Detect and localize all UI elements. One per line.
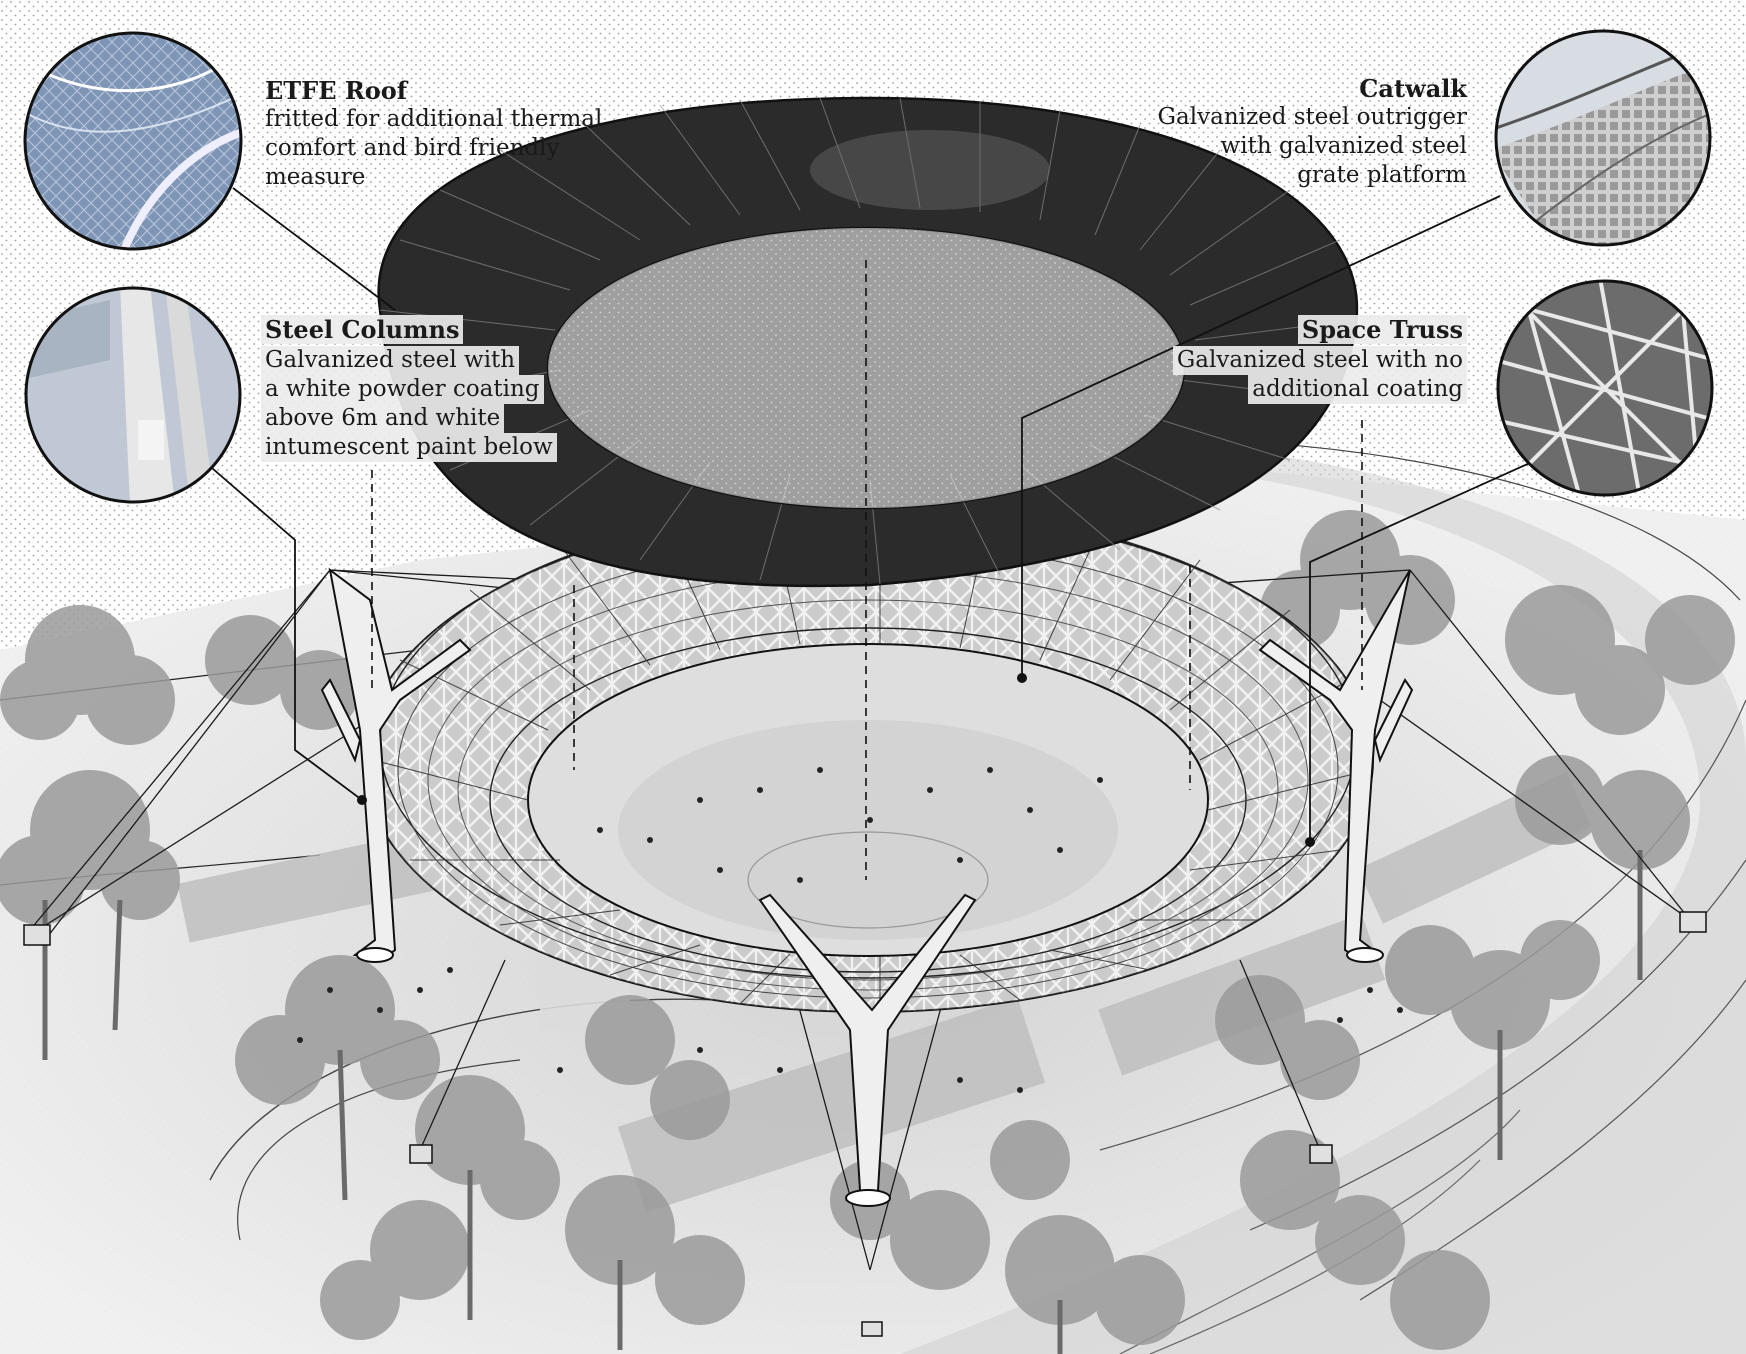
catwalk-line-3: grate platform [1297, 162, 1467, 188]
space-truss-title: Space Truss [1297, 315, 1467, 344]
catwalk-callout: Catwalk Galvanized steel outrigger with … [1158, 74, 1467, 190]
steel-columns-line-1: Galvanized steel with [261, 346, 520, 375]
steel-columns-line-2: a white powder coating [261, 375, 544, 404]
etfe-roof-line-2: comfort and bird friendly [265, 135, 560, 161]
steel-columns-line-3: above 6m and white [261, 404, 505, 433]
cable-anchors [23, 911, 1707, 1337]
catwalk-line-1: Galvanized steel outrigger [1157, 104, 1467, 130]
trees [0, 510, 1735, 1350]
etfe-roof-line-3: measure [265, 164, 366, 190]
steel-columns-title: Steel Columns [261, 315, 464, 344]
catwalk-title: Catwalk [1359, 74, 1467, 103]
space-truss-line-2: additional coating [1248, 375, 1467, 404]
leader-lines [204, 187, 1533, 842]
etfe-roof-title: ETFE Roof [265, 76, 408, 105]
etfe-roof-line-1: fritted for additional thermal [265, 106, 603, 132]
tree-trunks [42, 850, 1643, 1354]
space-truss-callout: Space Truss Galvanized steel with no add… [1172, 315, 1467, 404]
catwalk-line-2: with galvanized steel [1220, 133, 1467, 159]
space-truss-line-1: Galvanized steel with no [1172, 346, 1467, 375]
etfe-roof [377, 96, 1359, 588]
space-truss-ring [297, 505, 1403, 1093]
steel-columns-line-4: intumescent paint below [261, 433, 557, 462]
space-truss-photo [1496, 279, 1714, 497]
leader-dots [357, 673, 1315, 847]
projection-lines [371, 260, 1363, 880]
steel-column-photo [24, 286, 242, 504]
etfe-roof-photo [23, 31, 243, 251]
etfe-roof-callout: ETFE Roof fritted for additional thermal… [265, 76, 602, 192]
steel-columns-callout: Steel Columns Galvanized steel with a wh… [261, 315, 557, 462]
